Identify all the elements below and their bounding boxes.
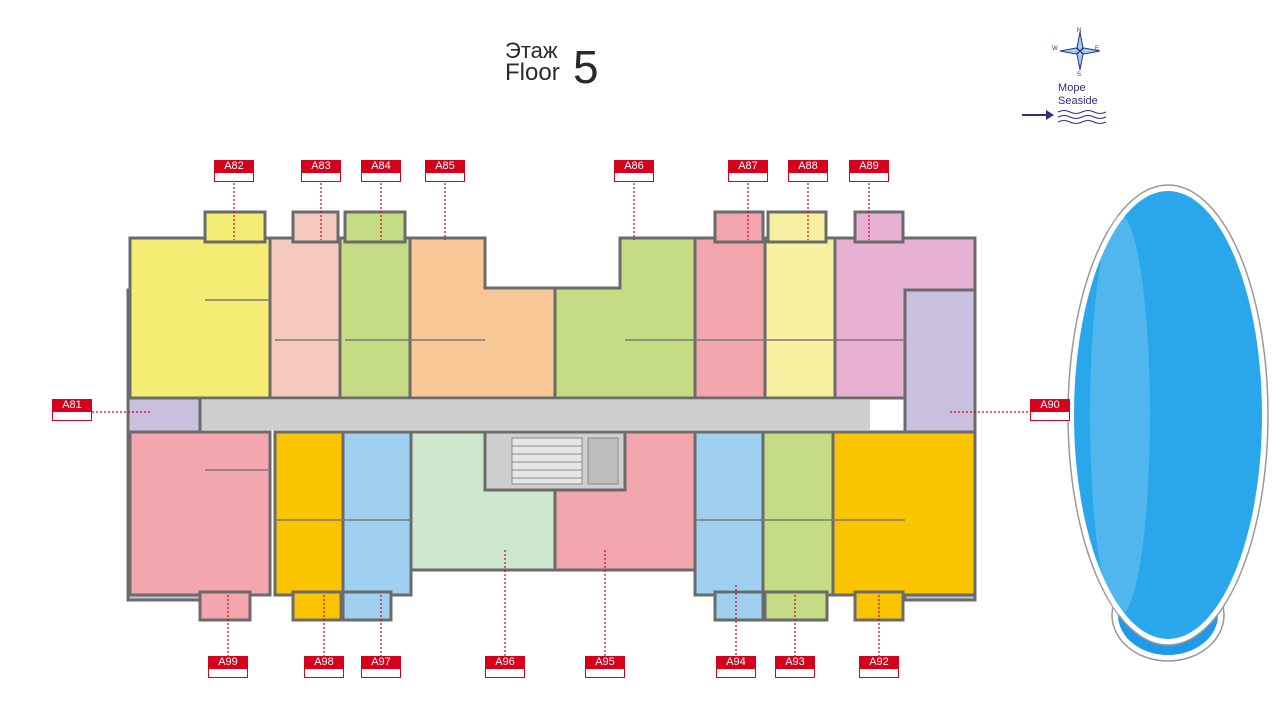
apartment-tag-a94[interactable]: A94 (716, 656, 756, 678)
apartment-tag-a88[interactable]: A88 (788, 160, 828, 182)
apartment-tag-a87[interactable]: A87 (728, 160, 768, 182)
partitions (205, 299, 905, 521)
apartment-a82-area (128, 236, 272, 400)
apartment-a83-ext (291, 210, 340, 244)
apartment-a84-ext (343, 210, 407, 244)
apartment-a85-area (408, 236, 557, 400)
compass-w: W (1052, 46, 1058, 52)
apartment-tag-a84[interactable]: A84 (361, 160, 401, 182)
apartment-tag-a85[interactable]: A85 (425, 160, 465, 182)
apartment-a84-area (338, 236, 412, 400)
sea-direction-arrow-icon (1022, 110, 1107, 124)
apartment-a94-ext (713, 590, 765, 622)
pool (1067, 184, 1269, 662)
compass-icon: N E S W (1052, 28, 1101, 76)
apartment-a82-ext (203, 210, 267, 244)
apartment-tag-a82[interactable]: A82 (214, 160, 254, 182)
tag-leaders (92, 183, 1030, 656)
sea-label-ru: Море (1058, 82, 1086, 94)
apartment-a89-ext (853, 210, 905, 244)
compass-n: N (1077, 28, 1081, 34)
apartment-a98-area (273, 430, 345, 597)
apartment-a88-ext (766, 210, 828, 244)
apartment-a94-area (693, 430, 765, 597)
apartment-a87-ext (713, 210, 765, 244)
apartment-a92-area (831, 430, 977, 597)
apartment-tag-a98[interactable]: A98 (304, 656, 344, 678)
apartment-tag-a81[interactable]: A81 (52, 399, 92, 421)
floor-title: Этаж Floor 5 (505, 38, 615, 94)
stairwell (483, 430, 627, 492)
corridor (200, 400, 870, 430)
apartment-a97-area (341, 430, 413, 597)
apartment-tag-a92[interactable]: A92 (859, 656, 899, 678)
compass-e: E (1095, 46, 1099, 52)
apartment-a83-area (268, 236, 342, 400)
apartment-tag-a97[interactable]: A97 (361, 656, 401, 678)
apartment-tag-a93[interactable]: A93 (775, 656, 815, 678)
floor-label-ru: Этаж (505, 38, 558, 63)
apartment-a97-ext (341, 590, 393, 622)
apartment-a93-area (761, 430, 835, 597)
floor-label-en: Floor (505, 59, 560, 86)
apartment-tag-a99[interactable]: A99 (208, 656, 248, 678)
apartment-tag-a83[interactable]: A83 (301, 160, 341, 182)
sea-label: Море Seaside (1058, 82, 1118, 108)
sea-label-en: Seaside (1058, 95, 1098, 107)
apartment-a88-area (763, 236, 837, 400)
apartment-a98-ext (291, 590, 343, 622)
apartment-a99-ext (198, 590, 252, 622)
apartment-tag-a89[interactable]: A89 (849, 160, 889, 182)
apartment-a93-ext (763, 590, 829, 622)
apartment-a86-area (553, 236, 697, 400)
apartment-tag-a95[interactable]: A95 (585, 656, 625, 678)
apartment-tag-a90[interactable]: A90 (1030, 399, 1070, 421)
apartment-a87-area (693, 236, 767, 400)
apartment-tag-a86[interactable]: A86 (614, 160, 654, 182)
apartment-tag-a96[interactable]: A96 (485, 656, 525, 678)
apartment-a99-area (128, 430, 272, 597)
floor-number: 5 (573, 41, 599, 93)
compass-s: S (1077, 72, 1081, 76)
